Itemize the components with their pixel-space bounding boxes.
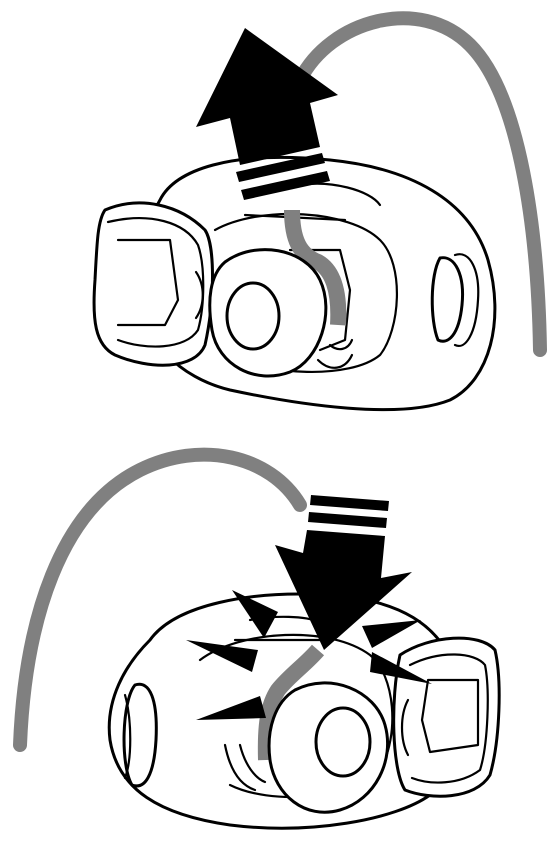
panel-install <box>20 455 499 829</box>
clip-top <box>94 203 212 365</box>
clip-bottom <box>394 638 499 796</box>
panel-remove <box>94 18 540 409</box>
button-top <box>210 250 326 376</box>
button-bottom <box>269 683 388 812</box>
